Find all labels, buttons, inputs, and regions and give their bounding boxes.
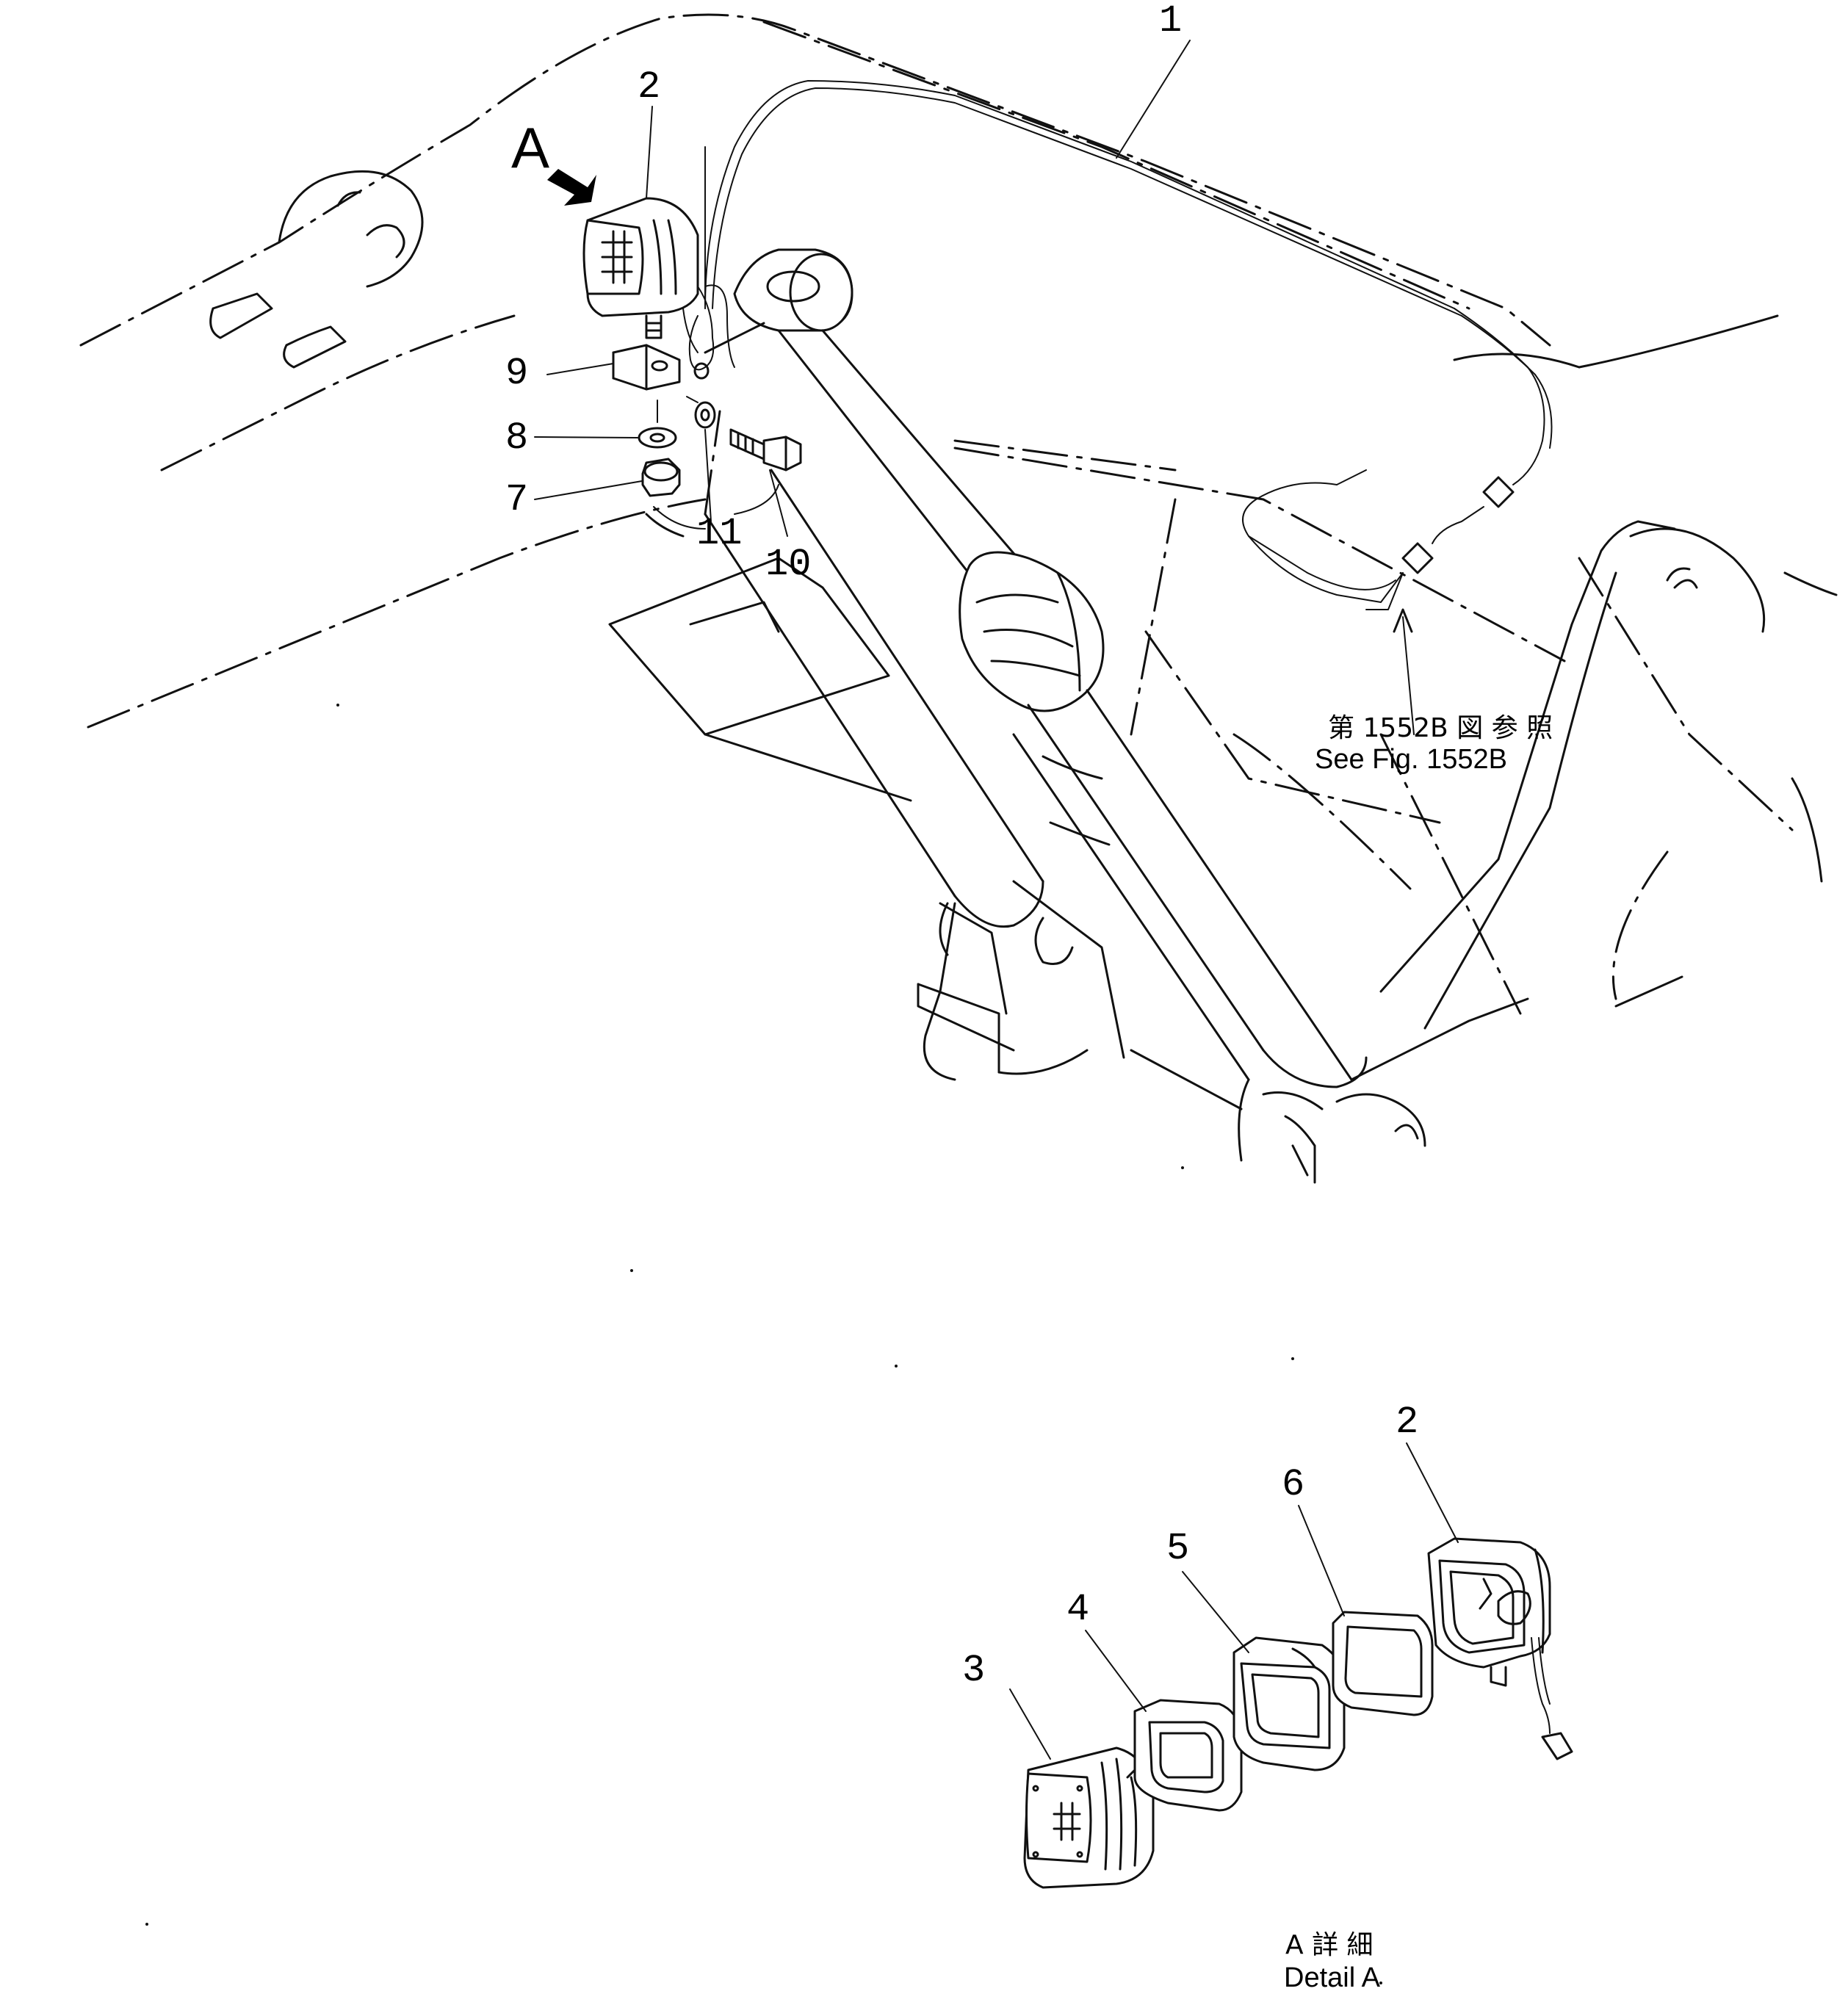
- leader-lines-top: [534, 40, 1191, 537]
- callout-7: 7: [505, 478, 528, 521]
- callout-11: 11: [696, 512, 742, 555]
- detail-title-jp: A 詳 細: [1285, 1930, 1374, 1960]
- callouts-detail: 2 6 5 4 3 A 詳 細 Detail A: [962, 1401, 1418, 1993]
- hydraulic-cylinder: [704, 248, 1368, 1088]
- lower-bracket: [608, 520, 1698, 1184]
- callout-detail-3: 3: [962, 1649, 985, 1692]
- detail-a: [1009, 1442, 1573, 1889]
- callouts-top: 1 2 A 9 8 7 11 10 第 1552B 図 参 照 See Fig.…: [505, 0, 1553, 775]
- leader-2-detail: [1406, 1442, 1459, 1543]
- seal-part-6: [1332, 1611, 1434, 1716]
- callout-8: 8: [505, 416, 528, 460]
- view-arrow-a: [547, 169, 596, 206]
- leader-4: [1085, 1630, 1147, 1712]
- reference-note-jp: 第 1552B 図 参 照: [1328, 713, 1553, 743]
- leader-5: [1182, 1571, 1249, 1653]
- work-lamp-mounted: [582, 146, 735, 380]
- detail-title-en: Detail A: [1284, 1962, 1381, 1993]
- reference-note-en: See Fig. 1552B: [1315, 744, 1507, 775]
- callout-2: 2: [638, 65, 660, 109]
- scan-specks: [145, 704, 1382, 1984]
- callout-10: 10: [765, 543, 811, 586]
- boom-outline: [79, 13, 1794, 1015]
- callout-detail-4: 4: [1066, 1588, 1089, 1631]
- callout-detail-2: 2: [1396, 1401, 1418, 1444]
- wiring-harness: [704, 80, 1553, 735]
- leader-3: [1009, 1688, 1051, 1760]
- leader-6: [1298, 1505, 1345, 1616]
- bezel-part-4: [1133, 1699, 1243, 1812]
- callout-1: 1: [1159, 0, 1182, 43]
- callout-9: 9: [505, 352, 528, 395]
- view-marker-a: A: [511, 115, 549, 180]
- gasket-part-5: [1232, 1636, 1346, 1771]
- callout-detail-6: 6: [1282, 1463, 1304, 1506]
- fasteners: [612, 344, 802, 530]
- housing-part-2: [1427, 1537, 1573, 1760]
- callout-detail-5: 5: [1166, 1527, 1189, 1570]
